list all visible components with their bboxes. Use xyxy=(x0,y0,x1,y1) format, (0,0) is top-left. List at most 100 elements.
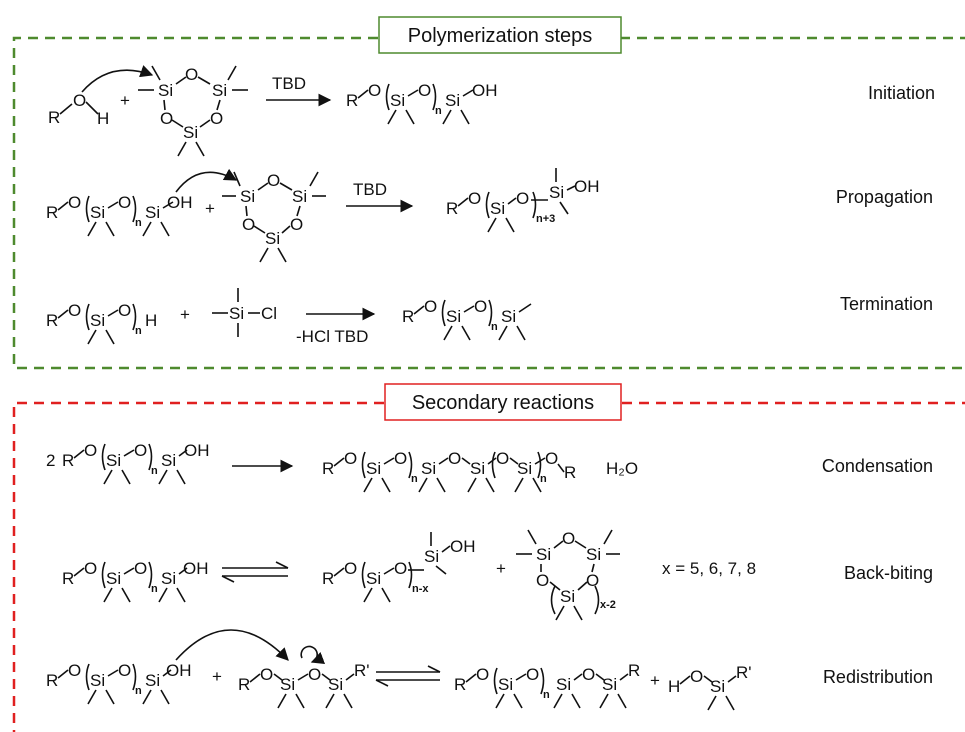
svg-text:R': R' xyxy=(354,661,370,680)
svg-text:O: O xyxy=(210,109,223,128)
svg-text:Si: Si xyxy=(145,203,160,222)
svg-text:O: O xyxy=(418,81,431,100)
svg-text:R: R xyxy=(46,203,58,222)
step-condensation: Condensation xyxy=(822,456,933,476)
secondary-section: Secondary reactions xyxy=(12,383,965,732)
svg-text:Si: Si xyxy=(212,81,227,100)
redistribution-product-2: H O Si R' xyxy=(668,663,752,711)
svg-text:n: n xyxy=(135,685,142,697)
redistribution-reactant-2: R O Si O Si R' xyxy=(238,645,370,709)
svg-text:n: n xyxy=(543,689,550,701)
svg-text:O: O xyxy=(290,215,303,234)
svg-text:n: n xyxy=(151,465,158,477)
svg-text:O: O xyxy=(424,297,437,316)
svg-text:R: R xyxy=(454,675,466,694)
svg-text:Si: Si xyxy=(265,229,280,248)
svg-text:O: O xyxy=(134,559,147,578)
cyclotrisiloxane: Si O Si O Si O xyxy=(138,65,248,157)
svg-text:O: O xyxy=(516,189,529,208)
svg-text:Si: Si xyxy=(446,307,461,326)
svg-text:Si: Si xyxy=(560,587,575,606)
svg-text:O: O xyxy=(536,571,549,590)
svg-text:O: O xyxy=(496,449,509,468)
step-initiation: Initiation xyxy=(868,83,935,103)
svg-text:Si: Si xyxy=(90,203,105,222)
svg-text:Si: Si xyxy=(183,123,198,142)
svg-text:n: n xyxy=(491,321,498,333)
atom-h: H xyxy=(97,109,109,128)
svg-text:x-2: x-2 xyxy=(600,599,616,611)
svg-text:Cl: Cl xyxy=(261,304,277,323)
svg-text:Si: Si xyxy=(490,199,505,218)
svg-text:Si: Si xyxy=(602,675,617,694)
trimethylchlorosilane: Si Cl xyxy=(212,288,277,337)
svg-text:O: O xyxy=(267,171,280,190)
svg-text:OH: OH xyxy=(183,559,209,578)
svg-text:Si: Si xyxy=(498,675,513,694)
svg-text:Si: Si xyxy=(556,675,571,694)
svg-text:Si: Si xyxy=(292,187,307,206)
svg-text:O: O xyxy=(242,215,255,234)
svg-text:+: + xyxy=(212,667,222,686)
svg-text:O: O xyxy=(474,297,487,316)
step-redistribution: Redistribution xyxy=(823,667,933,687)
backbiting-product-chain: R O Si O n-x Si OH xyxy=(322,532,476,603)
condensation-reaction: 2 R O Si O n Si OH R O Si O n Si xyxy=(46,441,638,493)
svg-text:Si: Si xyxy=(145,671,160,690)
svg-text:Si: Si xyxy=(536,545,551,564)
svg-text:O: O xyxy=(344,559,357,578)
svg-text:Si: Si xyxy=(240,187,255,206)
svg-text:Si: Si xyxy=(90,311,105,330)
svg-text:O: O xyxy=(118,661,131,680)
atom-r: R xyxy=(48,108,60,127)
svg-text:R: R xyxy=(346,91,358,110)
termination-product: R O Si O n Si xyxy=(402,297,532,341)
svg-text:OH: OH xyxy=(472,81,498,100)
svg-text:OH: OH xyxy=(184,441,210,460)
svg-text:O: O xyxy=(394,559,407,578)
svg-text:n: n xyxy=(540,473,547,485)
svg-text:O: O xyxy=(185,65,198,84)
svg-text:Si: Si xyxy=(501,307,516,326)
svg-text:O: O xyxy=(160,109,173,128)
svg-text:O: O xyxy=(84,441,97,460)
svg-text:+: + xyxy=(180,305,190,324)
svg-text:O: O xyxy=(526,665,539,684)
redistribution-product-1: R O Si O n Si O Si R xyxy=(454,661,640,709)
svg-text:O: O xyxy=(260,665,273,684)
svg-text:Si: Si xyxy=(366,459,381,478)
svg-text:O: O xyxy=(118,193,131,212)
svg-text:R: R xyxy=(238,675,250,694)
termination-reaction: R O Si O n H + Si Cl -HCl TBD R O Si xyxy=(46,288,532,346)
svg-text:Si: Si xyxy=(390,91,405,110)
svg-text:R: R xyxy=(446,199,458,218)
condensation-product: R O Si O n Si O Si O Si xyxy=(322,449,576,493)
initiation-reaction: R O H + Si O Si O Si O TBD xyxy=(48,65,498,157)
svg-text:H: H xyxy=(668,677,680,696)
svg-text:O: O xyxy=(344,449,357,468)
svg-text:Si: Si xyxy=(158,81,173,100)
propagation-product: R O Si O n+3 Si OH xyxy=(446,168,600,233)
svg-text:R: R xyxy=(322,459,334,478)
svg-text:n: n xyxy=(135,217,142,229)
svg-text:n: n xyxy=(435,105,442,117)
svg-text:H: H xyxy=(145,311,157,330)
svg-text:Si: Si xyxy=(421,459,436,478)
svg-text:O: O xyxy=(68,661,81,680)
svg-text:Si: Si xyxy=(106,569,121,588)
svg-text:Si: Si xyxy=(328,675,343,694)
svg-text:O: O xyxy=(476,665,489,684)
redistribution-reaction: R O Si O n Si O H + R O Si O Si xyxy=(46,629,752,711)
svg-text:O: O xyxy=(134,441,147,460)
svg-text:n: n xyxy=(135,325,142,337)
svg-text:O: O xyxy=(468,189,481,208)
svg-text:Si: Si xyxy=(710,677,725,696)
condition-propagation: TBD xyxy=(353,180,387,199)
svg-text:O: O xyxy=(308,665,321,684)
secondary-title: Secondary reactions xyxy=(412,392,594,414)
svg-text:R: R xyxy=(46,311,58,330)
svg-text:Si: Si xyxy=(229,304,244,323)
svg-text:OH: OH xyxy=(167,193,193,212)
svg-text:O: O xyxy=(545,449,558,468)
